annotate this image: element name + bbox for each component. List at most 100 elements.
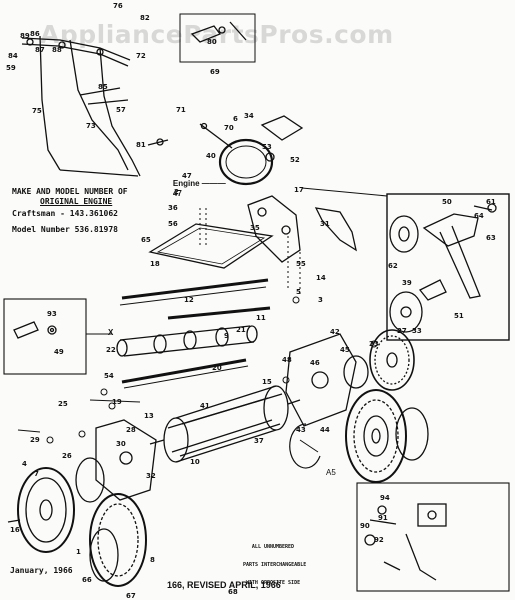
- part-number-47: 47: [182, 172, 192, 180]
- part-number-46: 46: [310, 359, 320, 367]
- part-number-86: 86: [30, 30, 40, 38]
- part-number-75: 75: [32, 107, 42, 115]
- part-number-54: 54: [104, 372, 114, 380]
- model-number: Model Number 536.81978: [12, 225, 118, 234]
- gear-inset-parts: [389, 203, 497, 333]
- revision-footer: 166, REVISED APRIL, 1966: [167, 580, 281, 590]
- part-number-34: 34: [244, 112, 254, 120]
- callout-x: X: [108, 328, 114, 337]
- inset-box-69: [179, 13, 256, 63]
- bar-11: [167, 306, 271, 320]
- part-number-68: 68: [228, 588, 238, 596]
- part-number-14: 14: [316, 274, 326, 282]
- part-number-61: 61: [486, 198, 496, 206]
- part-number-27: 27: [397, 327, 407, 335]
- bar-12: [121, 278, 269, 300]
- roller-22: [116, 325, 258, 357]
- part-number-87: 87: [35, 46, 45, 54]
- reel-10: [149, 385, 301, 463]
- part-number-37: 37: [254, 437, 264, 445]
- deck-plate-18-inner: [156, 227, 266, 265]
- part-number-13: 13: [144, 412, 154, 420]
- part-number-73: 73: [86, 122, 96, 130]
- drive-gear-27-hub: [386, 352, 398, 368]
- part-number-44: 44: [320, 426, 330, 434]
- engine-mount-bracket: [247, 195, 357, 263]
- part-number-76: 76: [113, 2, 123, 10]
- deck-plate-18: [148, 223, 274, 269]
- handle-assembly: [21, 35, 233, 177]
- drive-gear-27-teeth: [374, 335, 410, 385]
- part-number-1: 1: [76, 548, 81, 556]
- part-number-20: 20: [212, 364, 222, 372]
- part-number-66: 66: [82, 576, 92, 584]
- part-number-12: 12: [184, 296, 194, 304]
- part-number-57: 57: [116, 106, 126, 114]
- engine-part-number: 47: [172, 189, 182, 198]
- part-number-80: 80: [207, 38, 217, 46]
- engine-label-text: Engine: [172, 179, 200, 188]
- part-number-56: 56: [168, 220, 178, 228]
- pulley-52: [265, 152, 275, 162]
- bar-12-edge: [119, 286, 267, 306]
- part-number-40: 40: [206, 152, 216, 160]
- part-number-33: 33: [412, 327, 422, 335]
- part-number-6: 6: [233, 115, 238, 123]
- part-number-17: 17: [294, 186, 304, 194]
- side-plate-left-hub: [119, 451, 133, 465]
- bottom-right-inset-box: [356, 482, 510, 592]
- part-number-81: 81: [136, 141, 146, 149]
- part-number-85: 85: [98, 83, 108, 91]
- part-number-53: 53: [262, 143, 272, 151]
- part-number-62: 62: [388, 262, 398, 270]
- part-number-94: 94: [380, 494, 390, 502]
- part-number-65: 65: [141, 236, 151, 244]
- part-number-70: 70: [224, 124, 234, 132]
- make-model-heading-1: MAKE AND MODEL NUMBER OF: [12, 187, 128, 196]
- part-number-39: 39: [402, 279, 412, 287]
- part-number-59: 59: [6, 64, 16, 72]
- part-number-48: 48: [282, 356, 292, 364]
- part-number-49: 49: [54, 348, 64, 356]
- side-plate-right-hub: [311, 371, 329, 389]
- part-number-3: 3: [318, 296, 323, 304]
- hardware-inset-parts: [13, 321, 57, 339]
- fastener-marks: [17, 208, 378, 453]
- part-number-36: 36: [168, 204, 178, 212]
- inset-leader-line: [301, 187, 388, 197]
- engine-model-number: Craftsman - 143.361062: [12, 209, 118, 218]
- part-number-88: 88: [52, 46, 62, 54]
- part-number-5: 5: [296, 288, 301, 296]
- part-number-82: 82: [140, 14, 150, 22]
- interchangeable-note: ALL UNNUMBERED PARTS INTERCHANGEABLE WIT…: [243, 532, 307, 598]
- pinion-38: [343, 355, 369, 389]
- belt-40: [218, 138, 274, 186]
- part-number-52: 52: [290, 156, 300, 164]
- part-number-25: 25: [58, 400, 68, 408]
- bedknife-20: [121, 358, 247, 384]
- part-number-30: 30: [116, 440, 126, 448]
- note-line-1: ALL UNNUMBERED: [251, 544, 295, 550]
- part-number-45: 45: [340, 346, 350, 354]
- part-number-29: 29: [30, 436, 40, 444]
- side-plate-right: [285, 333, 357, 427]
- callout-a5: A5: [326, 468, 336, 477]
- side-plate-left: [95, 419, 157, 501]
- part-number-50: 50: [442, 198, 452, 206]
- part-number-11: 11: [256, 314, 266, 322]
- belt-40-inner: [225, 145, 267, 179]
- part-number-21: 21: [236, 326, 246, 334]
- hardware-inset-box: [3, 298, 87, 375]
- part-number-42: 42: [330, 328, 340, 336]
- note-line-2: PARTS INTERCHANGEABLE: [243, 562, 307, 568]
- part-number-19: 19: [112, 398, 122, 406]
- plate-34: [260, 115, 304, 141]
- part-number-26: 26: [62, 452, 72, 460]
- part-number-10: 10: [190, 458, 200, 466]
- part-number-16: 16: [10, 526, 20, 534]
- part-number-41: 41: [200, 402, 210, 410]
- part-number-18: 18: [150, 260, 160, 268]
- part-number-69: 69: [210, 68, 220, 76]
- part-number-4: 4: [22, 460, 27, 468]
